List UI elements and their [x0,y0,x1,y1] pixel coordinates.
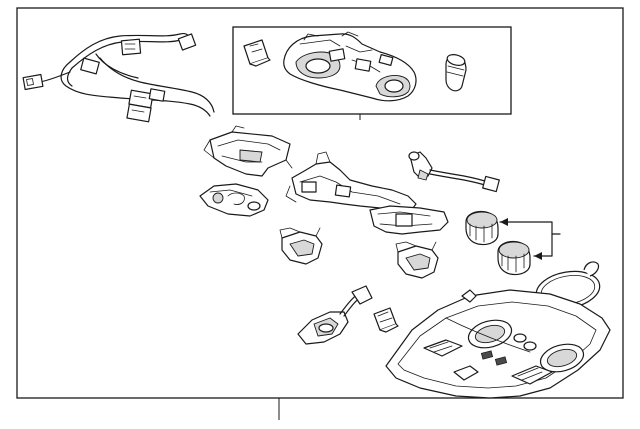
reading-lamp-knob-lower [497,240,531,276]
lamp-socket-with-wire [408,151,500,193]
retainer-clip-lower [373,307,399,333]
diagram-frame [16,7,624,399]
reading-lamp-knob-upper [465,210,499,246]
switch-panel-bracket [199,183,269,217]
clip-right [395,241,439,279]
main-console-frame [285,151,449,235]
knob-callout-arrows [499,218,561,260]
overhead-console-bracket-assembly [283,31,417,102]
mounting-clip-flag [243,39,271,67]
overhead-console-housing [385,289,611,399]
wiring-harness [22,33,215,123]
inset-box [232,26,512,115]
mounting-bracket [203,125,293,177]
clip-left [279,227,323,265]
camera-module-with-cable [297,285,373,345]
lamp-bulb [445,54,467,92]
